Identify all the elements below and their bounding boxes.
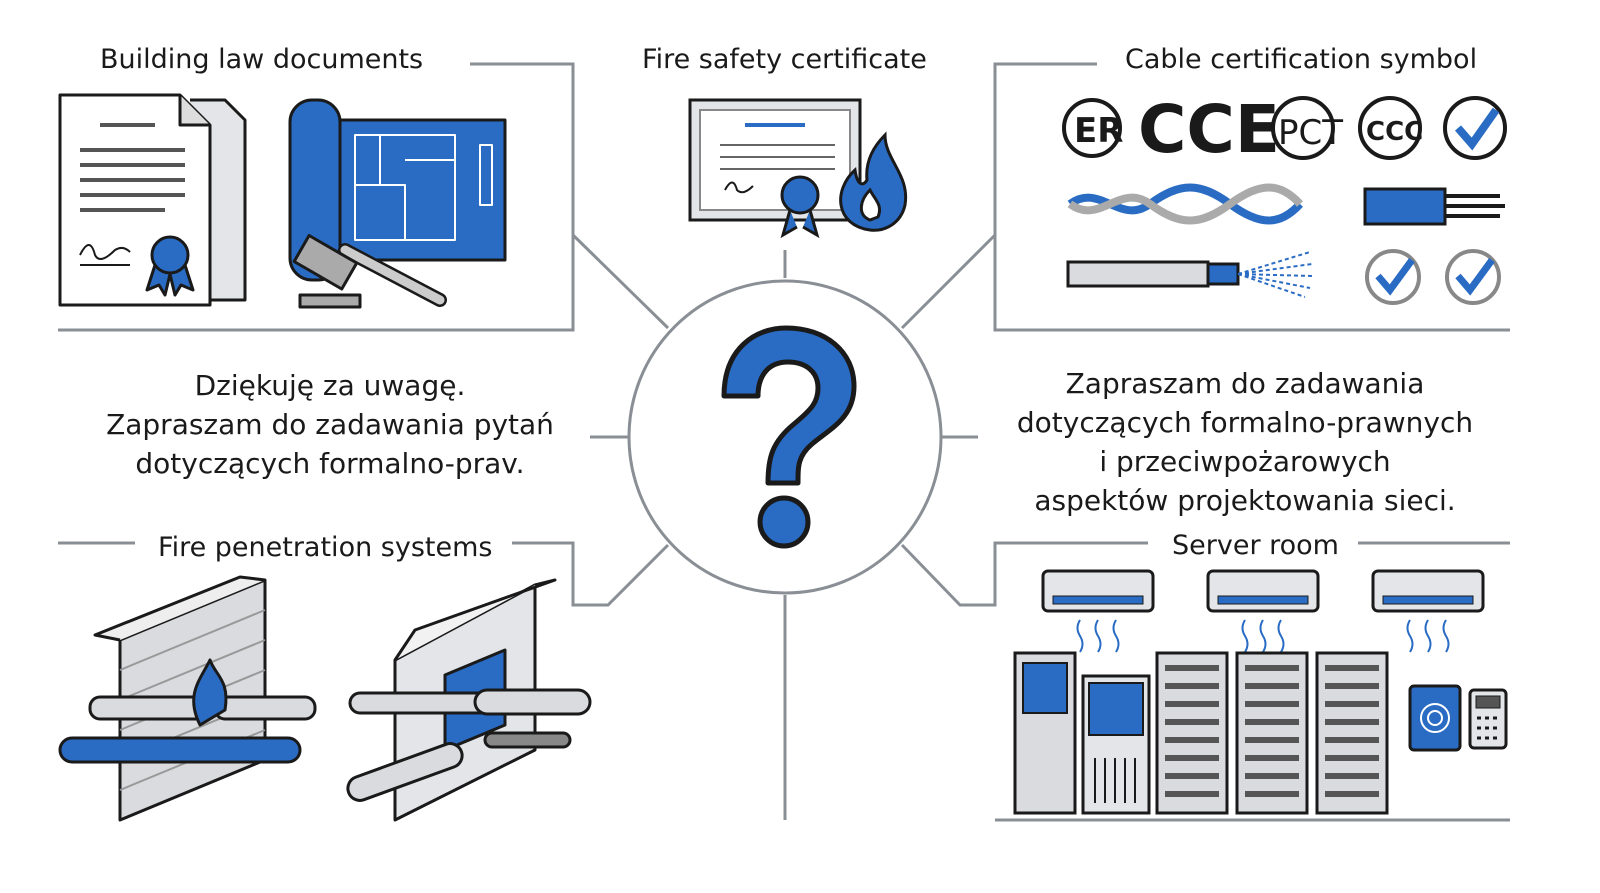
invitation-text: Zapraszam do zadawania dotyczących forma… [985, 364, 1505, 520]
air-conditioner-icon [1371, 569, 1485, 653]
invitation-line: aspektów projektowania sieci. [1034, 484, 1456, 517]
gavel-icon [292, 234, 447, 309]
svg-text:CCC: CCC [1366, 117, 1423, 147]
seal-icon [145, 235, 195, 297]
server-rack-icon [1013, 651, 1077, 815]
fire-certificate-title: Fire safety certificate [642, 44, 927, 75]
svg-text:PCT: PCT [1278, 113, 1343, 153]
server-rack-icon [1315, 651, 1389, 815]
blueprint-icon [288, 98, 507, 282]
keypad-icon [1468, 688, 1508, 750]
ccc-mark-icon: CCC [1358, 96, 1423, 160]
pipe-icon [58, 658, 317, 764]
certificate-icon [688, 98, 862, 239]
fire-penetration-illustration [58, 575, 592, 822]
fingerprint-scanner-icon [1408, 684, 1462, 752]
server-rack-icon [1235, 651, 1309, 815]
server-rack-icon [1155, 651, 1229, 815]
twisted-pair-cable-icon [1067, 183, 1303, 225]
svg-text:ER: ER [1074, 111, 1123, 151]
svg-text:CCE: CCE [1138, 92, 1280, 168]
thanks-line: Dziękuję za uwagę. [194, 369, 466, 402]
air-conditioner-icon [1206, 569, 1320, 653]
server-room-illustration [1013, 569, 1508, 815]
fire-seal-panel-icon [346, 578, 592, 822]
fiber-cable-icon [1066, 251, 1313, 298]
building-law-illustration [58, 93, 507, 309]
fire-certificate-illustration [688, 98, 908, 239]
checkmark-icon [1445, 249, 1501, 305]
question-circle [627, 279, 943, 595]
invitation-line: dotyczących formalno-prawnych [1016, 406, 1474, 439]
flame-icon [839, 131, 908, 232]
invitation-line: Zapraszam do zadawania [1065, 367, 1425, 400]
thanks-text: Dziękuję za uwagę. Zapraszam do zadawani… [80, 366, 580, 483]
pct-mark-icon: PCT [1271, 96, 1343, 160]
ce-mark-icon: CCE [1138, 92, 1280, 168]
invitation-line: i przeciwpożarowych [1099, 445, 1391, 478]
thanks-line: dotyczących formalno-prav. [135, 447, 525, 480]
eac-mark-icon: ER [1062, 98, 1123, 158]
checkmark-icon [1443, 96, 1507, 160]
fire-penetration-title: Fire penetration systems [158, 532, 493, 563]
server-room-title: Server room [1172, 530, 1339, 561]
flat-cable-icon [1363, 187, 1505, 226]
cable-cert-title: Cable certification symbol [1125, 44, 1478, 75]
thanks-line: Zapraszam do zadawania pytań [106, 408, 554, 441]
checkmark-icon [1365, 249, 1421, 305]
server-rack-icon [1081, 674, 1151, 815]
air-conditioner-icon [1041, 569, 1155, 653]
building-law-title: Building law documents [100, 44, 424, 75]
cable-cert-illustration: ER CCE PCT CCC [1062, 92, 1507, 305]
question-mark-icon [721, 325, 857, 549]
